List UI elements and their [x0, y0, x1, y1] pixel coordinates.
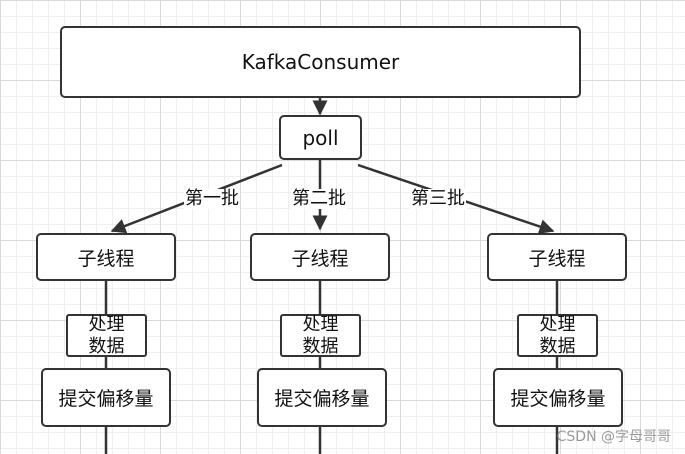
thread-label-3: 子线程 — [528, 247, 586, 270]
poll-label: poll — [302, 125, 339, 150]
process-data-label-3: 处理数据 — [539, 313, 576, 357]
thread-label-2: 子线程 — [291, 247, 349, 270]
commit-offset-label-3: 提交偏移量 — [510, 388, 606, 410]
edge-label-batch-2: 第二批 — [291, 188, 347, 209]
commit-offset-node-2: 提交偏移量 — [257, 368, 387, 427]
process-data-node-3: 处理数据 — [517, 314, 598, 357]
watermark-text: CSDN @字母哥哥 — [556, 429, 671, 445]
process-data-label-1: 处理数据 — [88, 313, 125, 357]
process-data-node-2: 处理数据 — [280, 314, 361, 357]
thread-node-2: 子线程 — [250, 233, 390, 281]
thread-label-1: 子线程 — [77, 247, 135, 270]
commit-offset-label-2: 提交偏移量 — [274, 388, 370, 410]
commit-offset-node-1: 提交偏移量 — [41, 368, 171, 427]
process-data-node-1: 处理数据 — [66, 314, 147, 357]
edge-label-batch-3: 第三批 — [410, 188, 466, 209]
poll-node: poll — [279, 115, 362, 160]
edge-label-batch-1: 第一批 — [184, 188, 240, 209]
kafka-consumer-label: KafkaConsumer — [241, 50, 400, 74]
commit-offset-label-1: 提交偏移量 — [58, 388, 154, 410]
commit-offset-node-3: 提交偏移量 — [493, 368, 623, 427]
thread-node-1: 子线程 — [36, 233, 176, 281]
process-data-label-2: 处理数据 — [302, 313, 339, 357]
thread-node-3: 子线程 — [487, 233, 627, 281]
kafka-consumer-node: KafkaConsumer — [60, 26, 581, 98]
